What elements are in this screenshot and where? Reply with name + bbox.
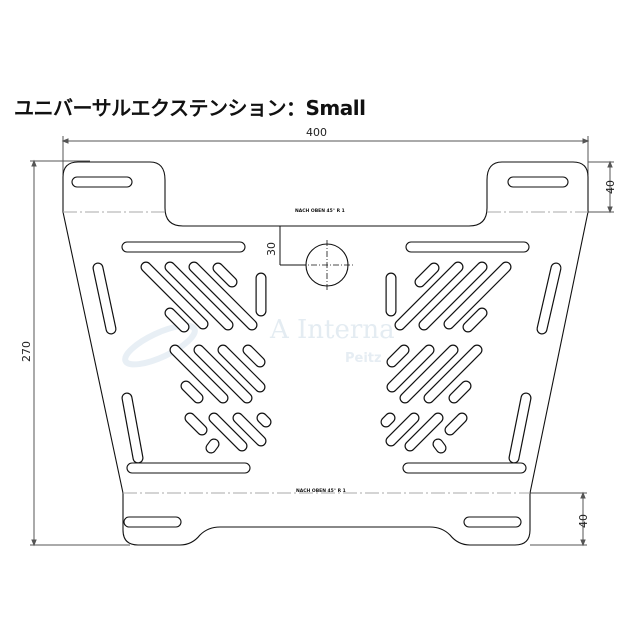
hole-offset-dimension-label: 30 — [265, 242, 278, 256]
bottom-tab-dimension-label: 40 — [577, 514, 590, 528]
top-fold-note: NACH OBEN 45° R 1 — [295, 208, 345, 214]
fold-lines — [63, 211, 588, 494]
width-dimension — [61, 136, 590, 175]
top-tab-dimension — [588, 160, 614, 214]
mounting-hole — [300, 240, 354, 290]
watermark-text: A Interna — [269, 315, 395, 345]
left-diagonal-slots — [141, 262, 271, 453]
bottom-tab-dimension — [530, 491, 587, 547]
height-dimension-label: 270 — [20, 341, 33, 362]
page-title: ユニバーサルエクステンション：Small — [14, 96, 366, 120]
slots — [71, 176, 569, 528]
top-tab-dimension-label: 40 — [604, 180, 617, 194]
height-dimension — [30, 159, 130, 547]
right-diagonal-slots — [381, 262, 511, 453]
hole-offset-dimension — [279, 226, 306, 266]
width-dimension-label: 400 — [306, 126, 327, 139]
bottom-fold-note: NACH OBEN 45° R 1 — [296, 488, 346, 494]
plate-outline — [62, 161, 589, 546]
watermark: A Interna Peitz — [122, 315, 395, 368]
side-slots — [92, 262, 562, 464]
watermark-subtext: Peitz — [345, 351, 382, 366]
side-slots-inner — [93, 263, 561, 463]
